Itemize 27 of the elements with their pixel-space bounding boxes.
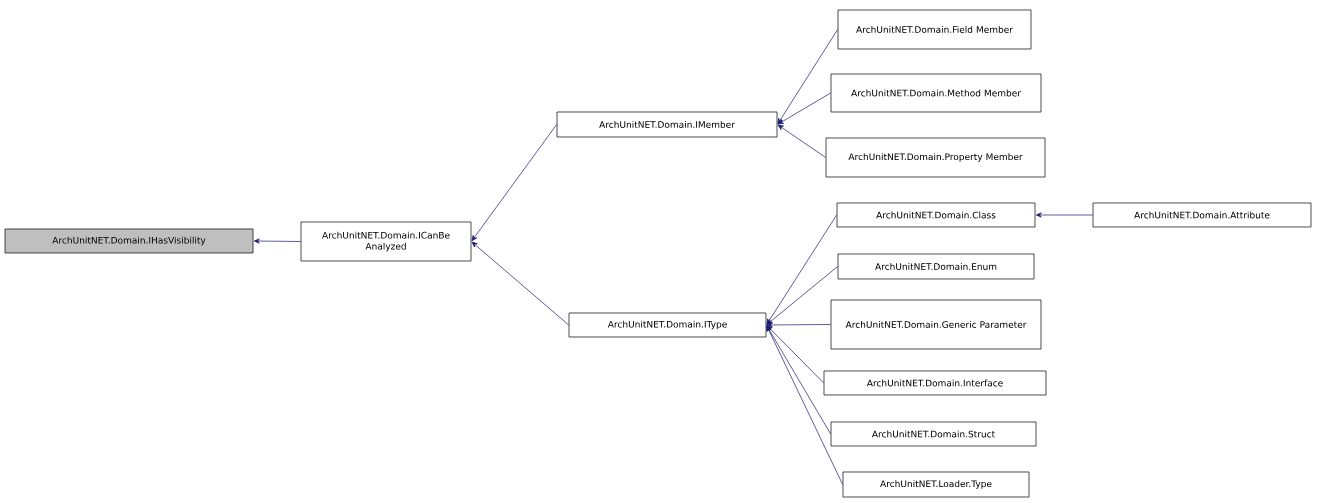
class-box: ArchUnitNET.Domain.Generic Parameter	[830, 299, 1042, 350]
arrow	[253, 238, 301, 244]
class-box: ArchUnitNET.Domain.Enum	[837, 253, 1035, 280]
arrow	[766, 325, 831, 435]
class-box: ArchUnitNET.Domain.IMember	[556, 111, 778, 138]
arrow	[471, 124, 557, 242]
arrow	[766, 325, 824, 384]
class-box: ArchUnitNET.Domain.Class	[836, 202, 1036, 228]
arrow	[766, 325, 843, 485]
class-box: ArchUnitNET.Domain.Method Member	[830, 73, 1042, 113]
arrow	[471, 241, 569, 326]
class-box: ArchUnitNET.Domain.IType	[568, 312, 767, 338]
arrow	[766, 266, 838, 325]
class-box: ArchUnitNET.Domain.Interface	[823, 370, 1047, 396]
arrow	[777, 29, 838, 125]
arrow	[766, 322, 831, 328]
class-box: ArchUnitNET.Domain.ICanBe Analyzed	[300, 221, 472, 262]
class-box: ArchUnitNET.Domain.IHasVisibility	[4, 228, 254, 254]
class-box: ArchUnitNET.Domain.Struct	[830, 421, 1037, 447]
class-box: ArchUnitNET.Domain.Field Member	[837, 9, 1032, 50]
arrow	[766, 214, 837, 325]
class-box: ArchUnitNET.Domain.Property Member	[825, 137, 1046, 178]
class-box: ArchUnitNET.Loader.Type	[842, 471, 1030, 498]
class-box: ArchUnitNET.Domain.Attribute	[1092, 202, 1312, 228]
arrow	[777, 124, 826, 158]
arrow	[777, 92, 831, 125]
arrow	[1035, 212, 1093, 218]
